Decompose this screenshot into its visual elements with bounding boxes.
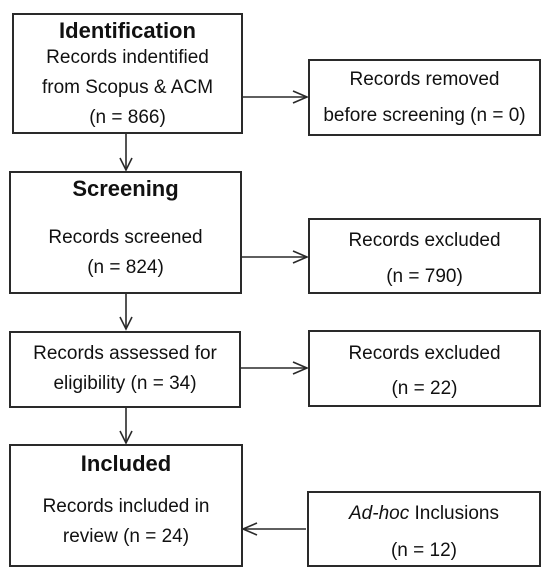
excluded-eligibility-line-1: Records excluded xyxy=(348,343,501,364)
adhoc-box: Ad-hoc Inclusions (n = 12) xyxy=(307,491,541,567)
identification-heading: Identification xyxy=(59,18,196,43)
removed-line-2: before screening (n = 0) xyxy=(323,105,526,126)
adhoc-count: (n = 12) xyxy=(390,540,457,561)
identification-line-1: Records indentified xyxy=(46,47,209,68)
arrowhead-eligibility-to-excluded xyxy=(292,361,310,375)
adhoc-italic-text: Ad-hoc xyxy=(349,503,410,524)
excluded-box-eligibility: Records excluded (n = 22) xyxy=(308,330,541,407)
excluded-screening-count: (n = 790) xyxy=(386,266,463,287)
eligibility-box: Records assessed for eligibility (n = 34… xyxy=(9,331,241,408)
excluded-screening-line-1: Records excluded xyxy=(348,230,501,251)
screening-count: (n = 824) xyxy=(87,257,164,278)
screening-line-1: Records screened xyxy=(48,227,203,248)
removed-box: Records removed before screening (n = 0) xyxy=(308,59,541,136)
removed-line-1: Records removed xyxy=(349,69,500,90)
identification-count: (n = 866) xyxy=(89,107,166,128)
included-heading: Included xyxy=(80,451,172,476)
arrowhead-adhoc-to-included xyxy=(240,522,258,536)
eligibility-line-1: Records assessed for xyxy=(33,343,217,364)
arrowhead-eligibility-to-included xyxy=(119,430,133,445)
adhoc-rest-text: Inclusions xyxy=(409,503,499,524)
identification-line-2: from Scopus & ACM xyxy=(41,77,214,98)
arrowhead-identification-to-removed xyxy=(292,90,310,104)
excluded-box-screening: Records excluded (n = 790) xyxy=(308,218,541,294)
screening-box: Screening Records screened (n = 824) xyxy=(9,171,242,294)
included-line-1: Records included in xyxy=(42,496,210,517)
excluded-eligibility-count: (n = 22) xyxy=(391,378,458,399)
included-box: Included Records included in review (n =… xyxy=(9,444,243,567)
included-line-2: review (n = 24) xyxy=(62,526,190,547)
arrowhead-screening-to-excluded xyxy=(292,250,310,264)
identification-box: Identification Records indentified from … xyxy=(12,13,243,134)
arrowhead-identification-to-screening xyxy=(119,157,133,172)
screening-heading: Screening xyxy=(72,176,179,201)
eligibility-line-2: eligibility (n = 34) xyxy=(53,373,197,394)
arrowhead-screening-to-eligibility xyxy=(119,316,133,331)
adhoc-line-1: Ad-hoc Inclusions xyxy=(309,503,539,525)
